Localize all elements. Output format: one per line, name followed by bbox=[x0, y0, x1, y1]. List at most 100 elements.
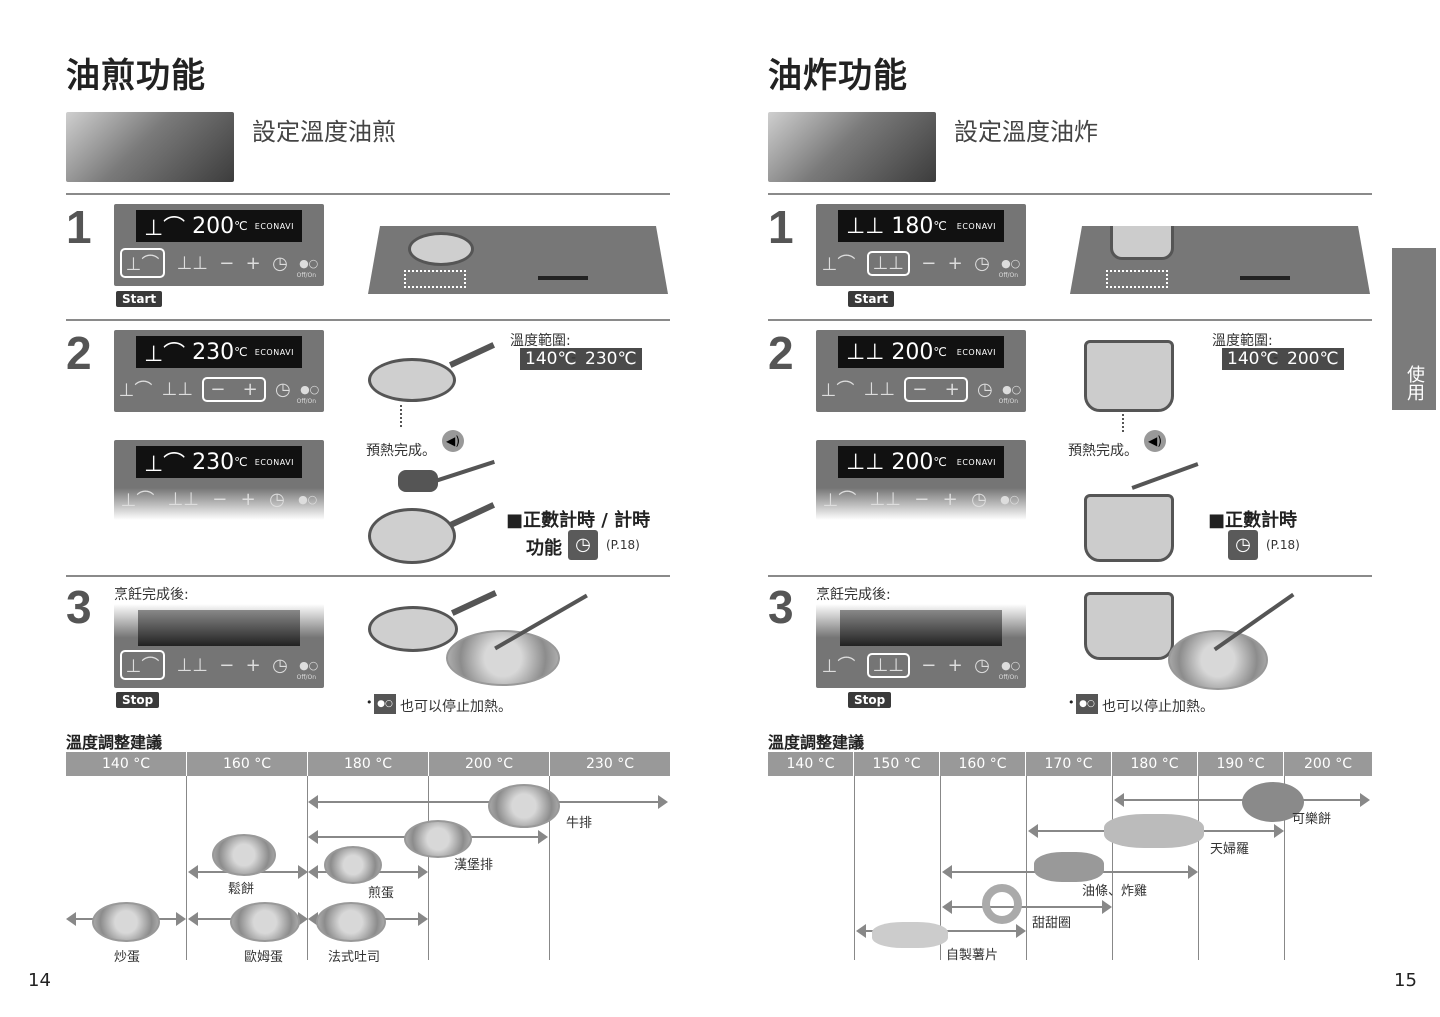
timer-button[interactable]: ◷ bbox=[272, 654, 288, 676]
econavi-label: ECONAVI bbox=[956, 347, 996, 357]
pot-illustration bbox=[1084, 592, 1174, 660]
deep-fry-button[interactable]: ⊥⊥ bbox=[167, 488, 199, 510]
plus-button[interactable]: + bbox=[947, 654, 963, 676]
temp-value: 200 bbox=[192, 213, 235, 239]
pan-illustration bbox=[368, 358, 456, 402]
fry-button[interactable]: ⊥⌒ bbox=[119, 248, 166, 278]
temp-value: 230 bbox=[192, 339, 235, 365]
fry-button[interactable]: ⊥⌒ bbox=[119, 650, 166, 680]
step-number: 2 bbox=[66, 327, 92, 379]
pancake-food bbox=[212, 834, 276, 876]
range-dash: - bbox=[1273, 350, 1279, 366]
range-low: 140℃ bbox=[520, 348, 582, 370]
timer-button[interactable]: ◷ bbox=[977, 378, 993, 400]
off-on-button[interactable]: ●○ bbox=[299, 256, 319, 270]
timer-button[interactable]: ◷ bbox=[971, 488, 987, 510]
off-on-button[interactable]: ●○ bbox=[299, 658, 319, 672]
fry-icon: ⊥⌒ bbox=[144, 342, 186, 367]
pot-illustration bbox=[1084, 494, 1174, 562]
minus-button[interactable]: − bbox=[921, 654, 937, 676]
page-number: 14 bbox=[28, 970, 51, 991]
minus-button[interactable]: − bbox=[914, 488, 930, 510]
divider bbox=[768, 575, 1372, 577]
pan-illustration bbox=[408, 232, 474, 266]
minus-button[interactable]: − bbox=[921, 252, 937, 274]
deep-fry-button[interactable]: ⊥⊥ bbox=[176, 252, 208, 274]
off-on-icon: ●○ bbox=[374, 694, 396, 714]
range-high: 230℃ bbox=[580, 348, 642, 370]
timer-line2: 功能 bbox=[526, 538, 562, 559]
fried-chicken-food bbox=[1034, 852, 1104, 882]
timer-button[interactable]: ◷ bbox=[275, 378, 291, 400]
grid-line bbox=[940, 776, 941, 960]
off-on-button[interactable]: ●○ bbox=[1000, 492, 1020, 506]
off-on-button[interactable]: ●○ bbox=[1001, 256, 1021, 270]
bullet: • bbox=[1068, 696, 1075, 709]
econavi-label: ECONAVI bbox=[254, 457, 294, 467]
table-heading: 溫度調整建議 bbox=[768, 733, 865, 752]
minus-button[interactable]: − bbox=[212, 488, 228, 510]
food-label: 甜甜圈 bbox=[1032, 916, 1072, 931]
header-cell: 180 °C bbox=[1112, 752, 1198, 776]
fried-egg-food bbox=[324, 846, 382, 884]
control-panel: ⊥⌒ 200℃ ECONAVI ⊥⌒ ⊥⊥ − + ◷ ●○ Off/On bbox=[114, 204, 324, 286]
plus-button[interactable]: + bbox=[942, 488, 958, 510]
fry-button[interactable]: ⊥⌒ bbox=[821, 254, 856, 275]
fry-button[interactable]: ⊥⌒ bbox=[120, 490, 155, 511]
tempura-food bbox=[1104, 814, 1204, 848]
temp-display: ⊥⌒ 200℃ ECONAVI bbox=[136, 210, 302, 242]
deep-fry-button[interactable]: ⊥⊥ bbox=[176, 654, 208, 676]
timer-button[interactable]: ◷ bbox=[269, 488, 285, 510]
range-dash: - bbox=[571, 350, 577, 366]
fry-button[interactable]: ⊥⌒ bbox=[820, 380, 855, 401]
deep-fry-button[interactable]: ⊥⊥ bbox=[863, 378, 896, 400]
table-heading: 溫度調整建議 bbox=[66, 733, 163, 752]
page-ref: (P.18) bbox=[606, 538, 640, 552]
plus-button[interactable]: + bbox=[245, 252, 261, 274]
section-tab[interactable]: 使用 bbox=[1392, 248, 1436, 410]
pan-illustration bbox=[368, 606, 458, 652]
food-label: 法式吐司 bbox=[328, 950, 381, 965]
temp-display: ⊥⊥ 180℃ ECONAVI bbox=[838, 210, 1004, 242]
timer-button[interactable]: ◷ bbox=[974, 654, 990, 676]
grid-line bbox=[549, 776, 550, 960]
plus-button[interactable]: + bbox=[245, 654, 261, 676]
off-on-button[interactable]: ●○ bbox=[300, 382, 320, 396]
pan-handle bbox=[448, 342, 496, 368]
timer-button[interactable]: ◷ bbox=[272, 252, 288, 274]
header-cell: 150 °C bbox=[854, 752, 940, 776]
header-cell: 180 °C bbox=[308, 752, 429, 776]
deep-fry-button[interactable]: ⊥⊥ bbox=[161, 378, 194, 400]
timer-button[interactable]: ◷ bbox=[974, 252, 990, 274]
deep-fry-icon: ⊥⊥ bbox=[846, 449, 885, 475]
plus-button[interactable]: + bbox=[947, 252, 963, 274]
control-panel: ⊥⌒ 230℃ ECONAVI ⊥⌒ ⊥⊥ − + ◷ ●○ bbox=[114, 440, 324, 520]
fry-button[interactable]: ⊥⌒ bbox=[821, 656, 856, 677]
off-on-button[interactable]: ●○ bbox=[298, 492, 318, 506]
deep-fry-button[interactable]: ⊥⊥ bbox=[869, 488, 901, 510]
minus-button[interactable]: − bbox=[219, 252, 235, 274]
off-on-label: Off/On bbox=[296, 398, 316, 405]
temp-unit: ℃ bbox=[933, 219, 947, 233]
fry-button[interactable]: ⊥⌒ bbox=[822, 490, 857, 511]
minus-plus-buttons[interactable]: − + bbox=[904, 376, 968, 402]
control-row: ⊥⌒ ⊥⊥ − + ◷ ●○ bbox=[114, 374, 324, 404]
steak-food bbox=[488, 784, 560, 828]
off-on-button[interactable]: ●○ bbox=[1002, 382, 1022, 396]
temp-display: ⊥⊥ 200℃ ECONAVI bbox=[838, 336, 1004, 368]
zone-highlight bbox=[404, 270, 466, 288]
fry-button[interactable]: ⊥⌒ bbox=[118, 380, 153, 401]
arrow-down bbox=[400, 405, 404, 427]
timer-title: ■正數計時 bbox=[1208, 510, 1298, 531]
header-cell: 230 °C bbox=[550, 752, 670, 776]
range-label: 溫度範圍: bbox=[1212, 333, 1273, 349]
pot-illustration bbox=[1110, 226, 1174, 260]
deep-fry-button[interactable]: ⊥⊥ bbox=[866, 652, 910, 678]
minus-plus-buttons[interactable]: − + bbox=[202, 376, 266, 402]
minus-button[interactable]: − bbox=[219, 654, 235, 676]
off-on-button[interactable]: ●○ bbox=[1001, 658, 1021, 672]
deep-fry-button[interactable]: ⊥⊥ bbox=[866, 250, 910, 276]
grid-line bbox=[1284, 776, 1285, 960]
plus-button[interactable]: + bbox=[240, 488, 256, 510]
donut-food bbox=[982, 884, 1022, 924]
